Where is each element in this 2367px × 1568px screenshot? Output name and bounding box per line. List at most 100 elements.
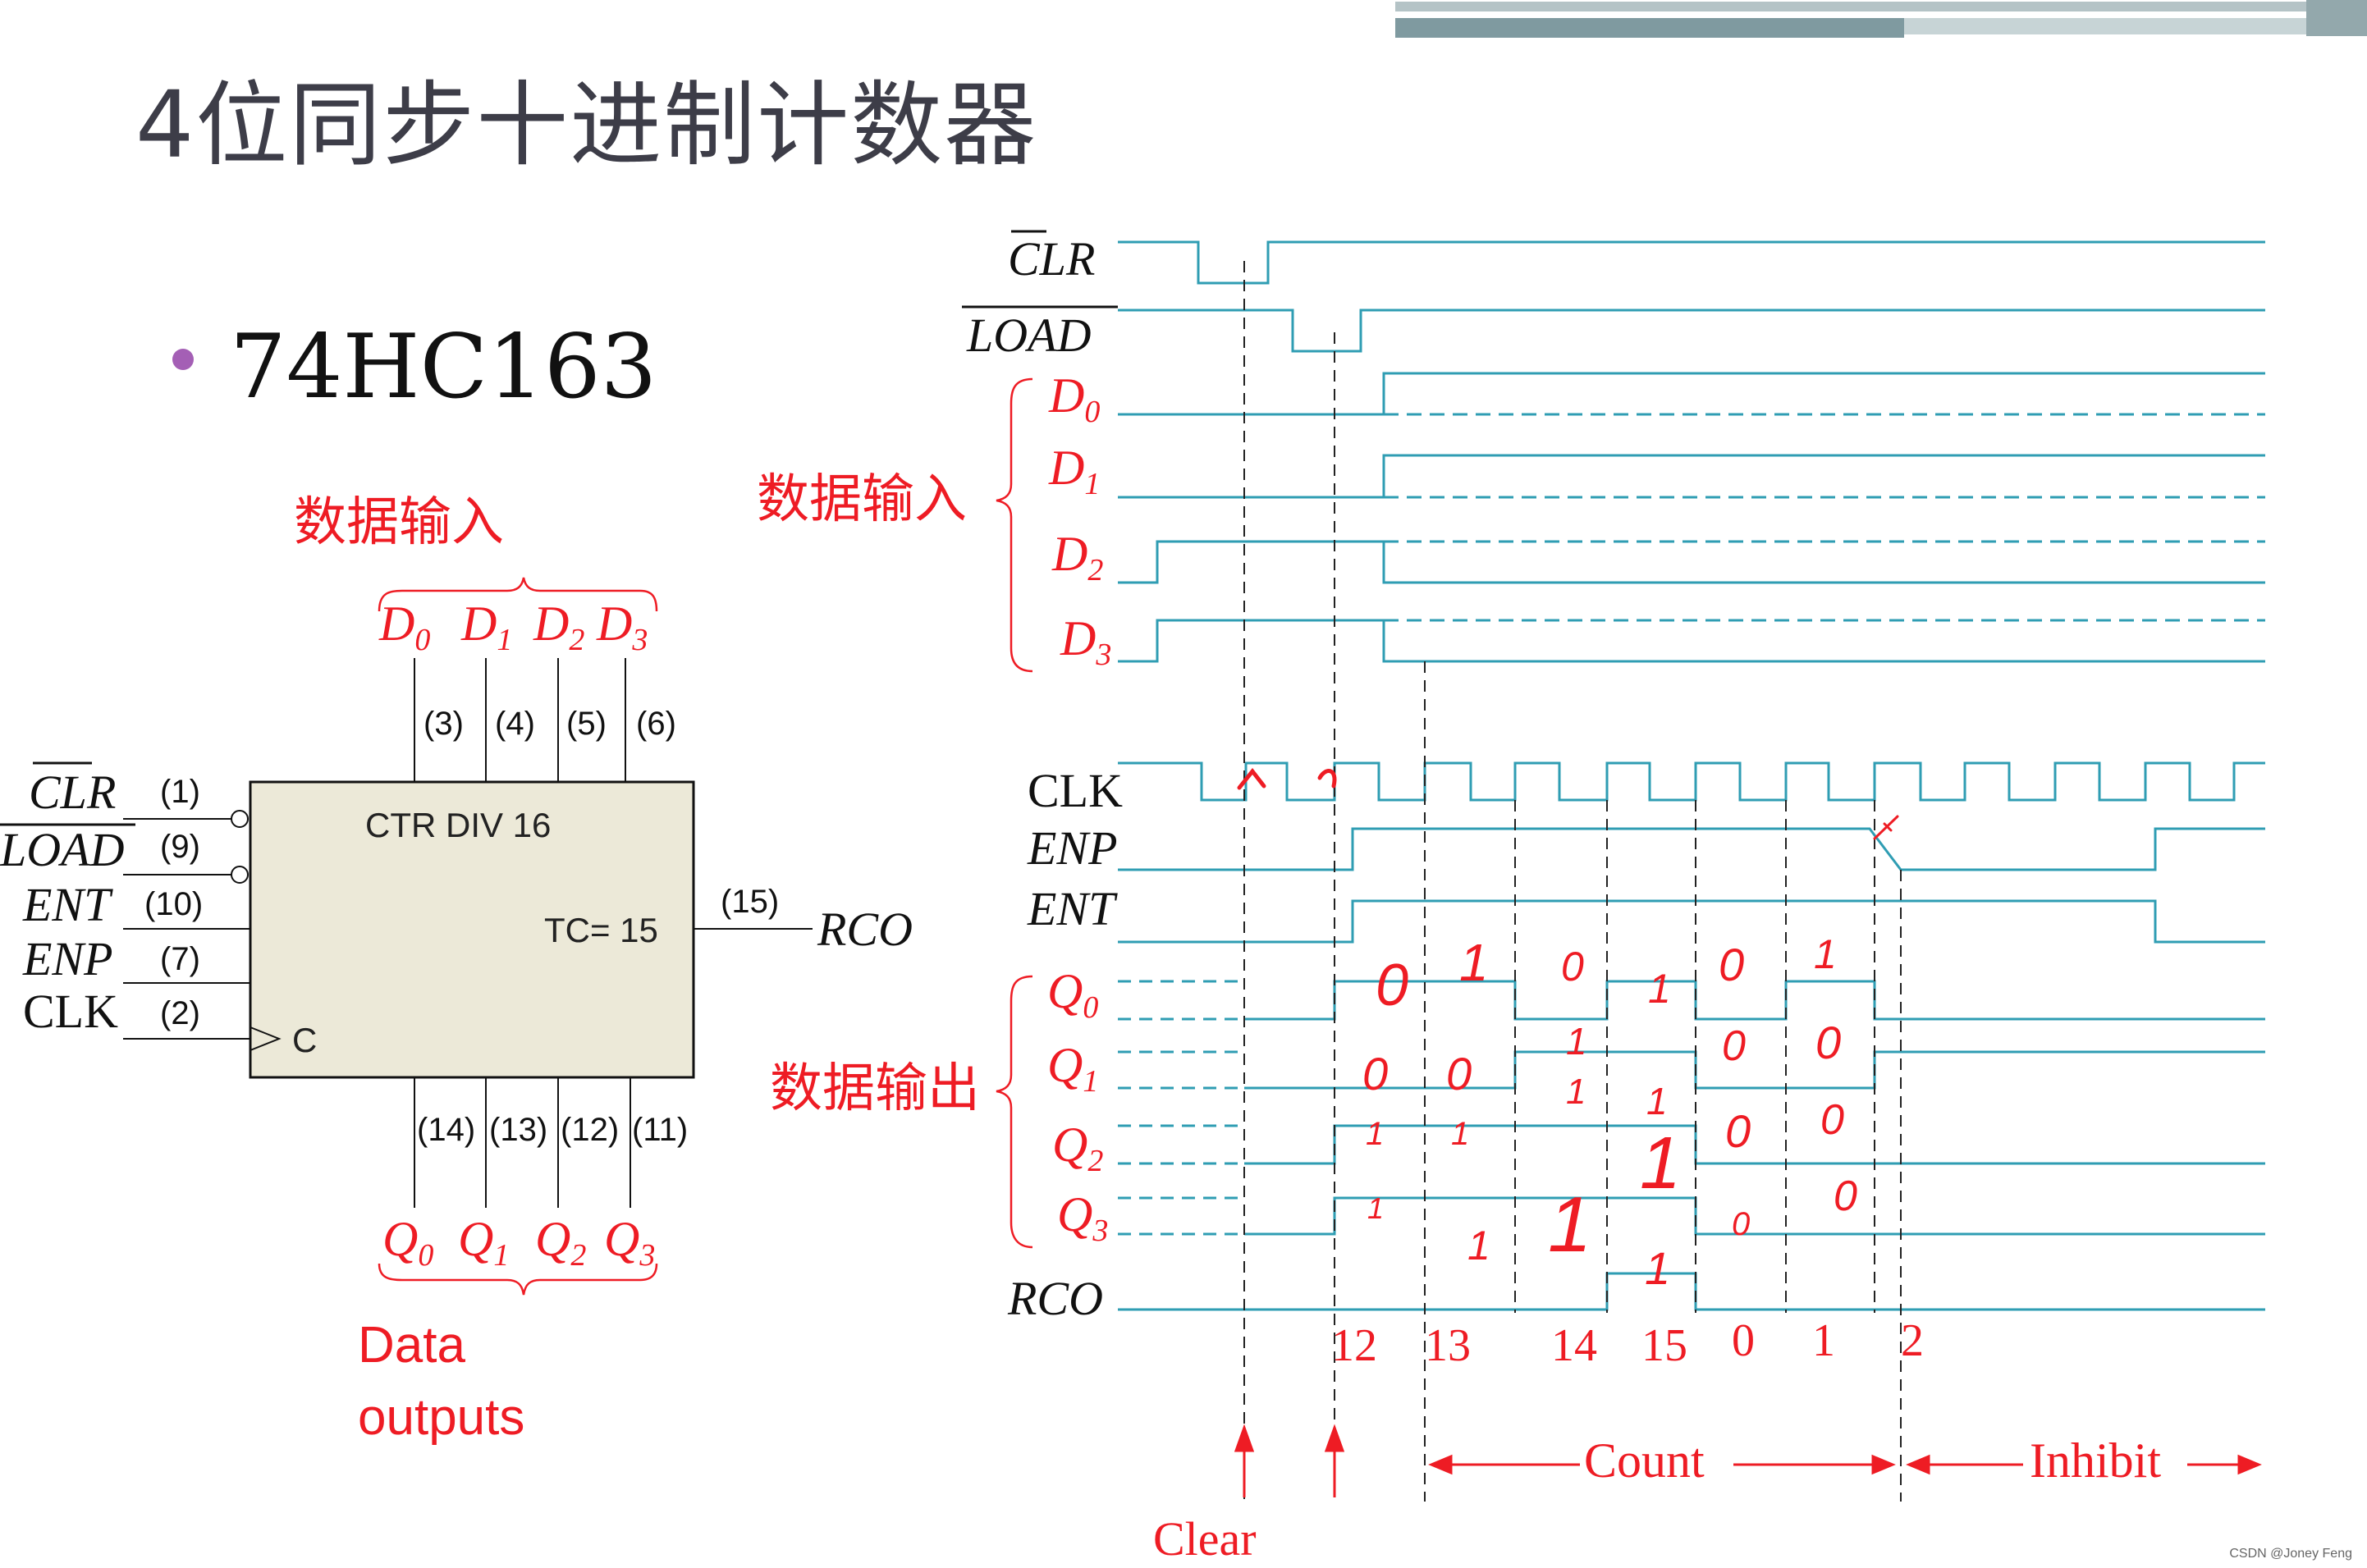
count-values: 12 13 14 15 0 1 2 (1331, 1315, 1924, 1371)
bit-q0-1: 1 (1814, 931, 1837, 977)
chip-left-pin-enp: ENP (7) (22, 932, 250, 985)
label-d1-sub: 1 (1084, 467, 1100, 501)
chip-top-pin-d3: D3 (6) (596, 597, 676, 781)
svg-text:D2: D2 (1051, 527, 1103, 587)
pin-d1-sub: 1 (497, 623, 512, 657)
handwritten-bits: 0 1 0 1 0 1 0 0 1 1 0 0 1 1 1 1 0 0 1 1 (1362, 931, 1857, 1294)
wave-d1 (1118, 454, 2265, 499)
svg-text:D0: D0 (1048, 368, 1100, 429)
pin-q2-num: (12) (561, 1112, 619, 1148)
wave-rco (1118, 1272, 2265, 1311)
bit-q1-0: 0 (1722, 1022, 1746, 1070)
label-count: Count (1584, 1433, 1705, 1488)
label-d0: D (1048, 368, 1084, 423)
chip-inputs-brace (378, 577, 658, 612)
chip-data-inputs-heading: 数据输入 (294, 492, 504, 553)
label-clr: CLR (1008, 232, 1095, 286)
pin-enp-name: ENP (22, 932, 113, 985)
bit-q2-12: 1 (1366, 1116, 1384, 1152)
bit-q1-12: 0 (1362, 1048, 1388, 1099)
inputs-brace (996, 377, 1033, 673)
data-outputs-word-2: outputs (358, 1389, 524, 1446)
pin-q2-name: Q (535, 1212, 570, 1266)
svg-text:Q1: Q1 (458, 1212, 509, 1273)
wave-d3 (1118, 619, 2265, 663)
label-rco: RCO (1007, 1272, 1103, 1325)
bit-q1-15: 1 (1646, 1080, 1668, 1122)
bit-q0-14: 0 (1561, 944, 1584, 990)
wave-clk (1118, 761, 2265, 802)
label-inhibit: Inhibit (2030, 1433, 2161, 1488)
count-13: 13 (1425, 1320, 1471, 1371)
wave-q3-pre (1118, 1196, 1244, 1236)
label-ent: ENT (1027, 882, 1118, 935)
pin-clk-name: CLK (23, 985, 118, 1038)
pin-d3-name: D (596, 597, 632, 651)
label-d2: D (1051, 527, 1087, 581)
svg-text:Q1: Q1 (1047, 1038, 1098, 1099)
label-data-outputs: 数据输出 (770, 1058, 980, 1119)
svg-text:Q2: Q2 (1052, 1118, 1103, 1178)
waveforms (1118, 240, 2265, 1311)
svg-text:D0: D0 (378, 597, 430, 657)
pin-q0-name: Q (382, 1212, 418, 1266)
bit-q3-14: 1 (1548, 1181, 1591, 1269)
svg-text:Q3: Q3 (1057, 1187, 1108, 1248)
chip-outputs-brace (378, 1263, 658, 1296)
pin-q3-sub: 3 (639, 1238, 655, 1273)
pin-q2-sub: 2 (570, 1238, 586, 1273)
wave-ent (1118, 899, 2265, 944)
chip-right-pin-rco: (15) RCO (694, 884, 913, 956)
data-outputs-word-1: Data (358, 1317, 465, 1374)
label-q3: Q (1057, 1187, 1092, 1241)
chip-clock-label: C (292, 1021, 317, 1059)
pin-d0-name: D (378, 597, 414, 651)
pin-d1-num: (4) (495, 706, 535, 742)
bit-q1-14: 1 (1566, 1020, 1587, 1063)
bit-q2-1: 0 (1820, 1096, 1844, 1144)
count-1: 1 (1812, 1315, 1835, 1366)
pin-rco-name: RCO (817, 903, 913, 956)
label-q3-sub: 3 (1092, 1214, 1108, 1248)
inhibit-range (1906, 1454, 2262, 1475)
label-enp: ENP (1027, 821, 1118, 875)
bit-q1-13: 0 (1446, 1048, 1472, 1099)
chip-tc: TC= 15 (544, 911, 658, 949)
label-q0-sub: 0 (1083, 990, 1098, 1025)
svg-text:D2: D2 (533, 597, 584, 657)
pin-d0-sub: 0 (414, 623, 430, 657)
watermark: CSDN @Joney Feng (2229, 1547, 2352, 1561)
pin-q1-name: Q (458, 1212, 493, 1266)
count-0: 0 (1732, 1315, 1755, 1366)
reference-lines (1243, 261, 1902, 1502)
bit-q0-15: 1 (1648, 966, 1671, 1012)
top-decoration-bar (1395, 0, 2367, 41)
wave-d0 (1118, 372, 2265, 416)
label-data-inputs: 数据输入 (757, 469, 967, 530)
chip-left-pin-clk: CLK (2) (23, 985, 250, 1040)
chip-top-pin-d0: D0 (3) (378, 597, 464, 781)
label-clear: Clear (1153, 1512, 1257, 1566)
chip-left-pin-clr: CLR (1) (29, 761, 249, 828)
label-clk: CLK (1028, 764, 1123, 817)
bit-q2-15: 1 (1640, 1122, 1681, 1205)
wave-load (1118, 309, 2265, 353)
count-15: 15 (1641, 1320, 1687, 1371)
bit-q2-0: 0 (1725, 1105, 1751, 1157)
chip-block: 数据输入 D0 (3) D1 (4) D2 (5) (0, 492, 913, 1446)
handwritten-carets (1237, 767, 1899, 840)
chip-data-outputs-heading: Data outputs (358, 1317, 524, 1446)
pin-ent-num: (10) (144, 886, 203, 922)
page-title: 4位同步十进制计数器 (135, 72, 1038, 179)
bit-q3-0: 0 (1732, 1206, 1750, 1242)
label-d1: D (1048, 441, 1084, 495)
bit-q0-12: 0 (1376, 953, 1408, 1018)
chip-left-pins: CLR (1) LOAD (9) ENT (10) (0, 761, 250, 1040)
label-q0: Q (1047, 964, 1083, 1018)
wave-q2-pre (1118, 1124, 1244, 1165)
chip-clock-triangle (250, 1026, 282, 1051)
pin-q0-num: (14) (417, 1112, 475, 1148)
pin-d1-name: D (460, 597, 497, 651)
pin-d2-num: (5) (566, 706, 607, 742)
